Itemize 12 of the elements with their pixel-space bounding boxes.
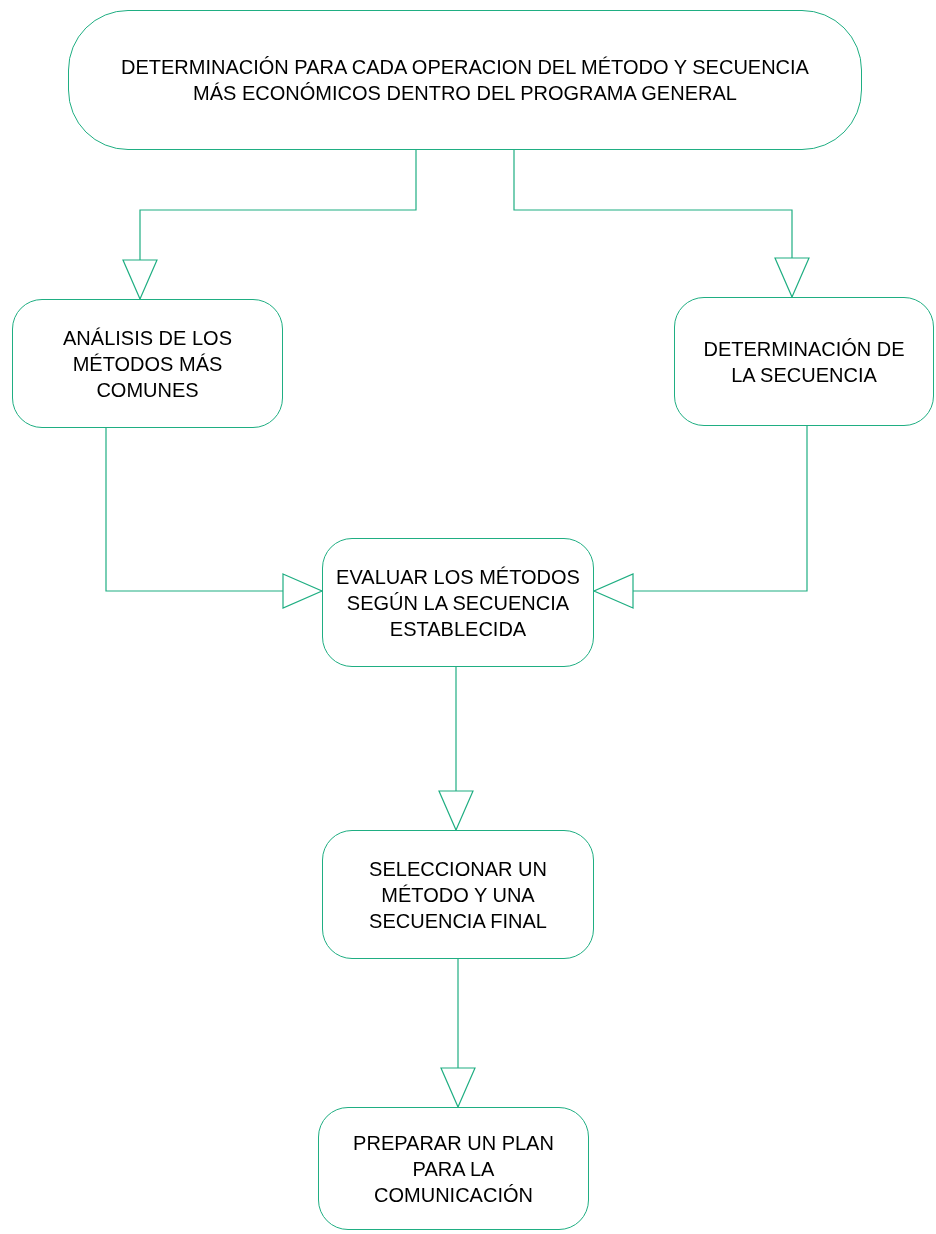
process-box: DETERMINACIÓN PARA CADA OPERACION DEL MÉTODO Y SECUENCIA MÁS ECONÓMICOS DENTRO DEL PROGRAMA GENERAL	[68, 10, 862, 150]
arrow	[440, 958, 476, 1108]
arrow	[105, 427, 323, 609]
process-box: DETERMINACIÓN DE LA SECUENCIA	[674, 297, 934, 426]
arrow	[513, 149, 810, 298]
arrow	[438, 666, 474, 831]
arrow	[122, 149, 417, 300]
process-box: EVALUAR LOS MÉTODOS SEGÚN LA SECUENCIA ESTABLECIDA	[322, 538, 594, 667]
process-box: PREPARAR UN PLAN PARA LA COMUNICACIÓN	[318, 1107, 589, 1230]
process-box: SELECCIONAR UN MÉTODO Y UNA SECUENCIA FINAL	[322, 830, 594, 959]
process-box: ANÁLISIS DE LOS MÉTODOS MÁS COMUNES	[12, 299, 283, 428]
arrow	[593, 425, 808, 609]
